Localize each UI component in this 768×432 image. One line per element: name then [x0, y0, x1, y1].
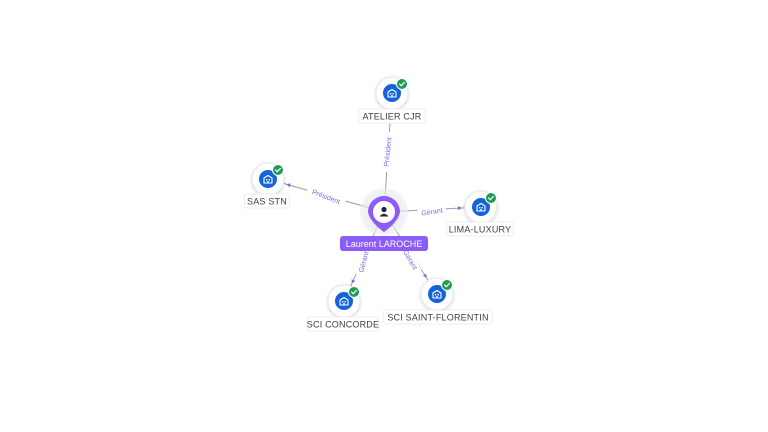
- edge-label-bg: [417, 204, 447, 218]
- node-icon-bg: [383, 84, 401, 102]
- check-badge-icon: [396, 78, 408, 90]
- edge-label-bg: [306, 185, 347, 207]
- node-icon-bg: [428, 285, 446, 303]
- node-label: SAS STN: [247, 197, 287, 207]
- check-badge-icon: [272, 164, 284, 176]
- person-label: Laurent LAROCHE: [346, 239, 423, 249]
- node-label: LIMA-LUXURY: [449, 225, 512, 235]
- node-label: ATELIER CJR: [362, 112, 421, 122]
- building-icon: [339, 296, 349, 306]
- person-icon: [379, 206, 389, 217]
- edge-arrow: [351, 279, 356, 284]
- check-badge-icon: [441, 279, 453, 291]
- building-icon: [476, 202, 486, 212]
- node-label-bg: [446, 221, 514, 237]
- company-node-atelier-cjr[interactable]: ATELIER CJR: [358, 76, 426, 124]
- edge-label-group: Président: [380, 131, 394, 173]
- node-icon-bg: [259, 170, 277, 188]
- node-label: SCI CONCORDE: [307, 320, 379, 330]
- node-icon-bg: [472, 198, 490, 216]
- edge-relation-label: Président: [311, 189, 341, 206]
- node-label-bg: [358, 108, 426, 124]
- edge-relation-label: Gérant: [421, 207, 443, 217]
- person-node[interactable]: Laurent LAROCHE: [340, 188, 428, 251]
- edge-label-group: Gérant: [417, 204, 447, 218]
- edge-label-bg: [380, 131, 394, 173]
- person-label-bg: [340, 236, 428, 251]
- company-node-lima-luxury[interactable]: LIMA-LUXURY: [446, 190, 514, 237]
- company-node-sas-stn[interactable]: SAS STN: [243, 162, 291, 209]
- edge-label-group: Gérant: [355, 247, 371, 277]
- node-label: SCI SAINT-FLORENTIN: [387, 313, 488, 323]
- edge-arrow: [457, 206, 463, 211]
- building-icon: [432, 289, 442, 299]
- check-badge-icon: [348, 286, 360, 298]
- edge-relation-label: Président: [383, 137, 393, 167]
- company-node-sci-saint-florentin[interactable]: SCI SAINT-FLORENTIN: [383, 277, 493, 325]
- building-icon: [263, 174, 273, 184]
- company-node-sci-concorde[interactable]: SCI CONCORDE: [306, 284, 380, 332]
- building-icon: [387, 88, 397, 98]
- edge-arrow: [422, 273, 427, 279]
- node-icon-bg: [335, 292, 353, 310]
- edge-arrow: [286, 183, 291, 188]
- node-label-bg: [383, 309, 493, 325]
- node-label-bg: [243, 193, 291, 209]
- edge-label-bg: [355, 247, 371, 277]
- edge-label-group: Président: [306, 185, 347, 207]
- edge-label-bg: [400, 245, 422, 274]
- edge-relation-label: Gérant: [358, 251, 370, 274]
- check-badge-icon: [485, 192, 497, 204]
- node-label-bg: [306, 316, 380, 332]
